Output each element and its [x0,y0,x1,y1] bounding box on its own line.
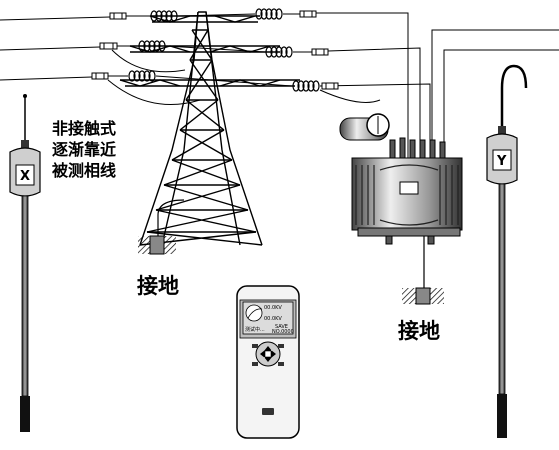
meter-key[interactable] [252,344,258,348]
instruction-text: 非接触式 逐渐靠近 被测相线 [52,118,116,181]
handheld-meter: 00.0KV 00.0KV 测试中... SAVE NO.0000 [236,285,300,439]
insulator-string [255,8,283,20]
meter-value-mid: 00.0KV [264,316,282,322]
probe-y [486,64,528,438]
insulator-string [128,70,156,82]
tower-ground-wire [157,199,185,238]
power-lines [0,12,559,160]
meter-status: 测试中... [245,326,265,333]
meter-value-top: 00.0KV [264,305,282,311]
probe-x-letter: X [20,169,30,184]
meter-key[interactable] [252,362,258,366]
transmission-tower [119,11,300,246]
meter-dial [245,304,263,322]
probe-y-hook [500,64,528,132]
probe-y-handle [497,394,507,438]
probe-y-letter: Y [496,154,507,169]
probe-x-handle [20,396,30,432]
probe-x-rod [21,195,29,397]
instruction-line: 非接触式 [52,119,117,138]
tower-ground-pit [138,235,176,255]
probe-y-rod [498,183,506,395]
transformer [339,113,463,245]
line-clamps [91,10,339,90]
probe-x [9,94,41,432]
meter-save: SAVE [275,324,288,330]
instruction-line: 被测相线 [52,161,117,180]
meter-key[interactable] [278,362,284,366]
meter-record-no: NO.0000 [272,329,294,335]
transformer-ground-label: 接地 [398,319,440,343]
instruction-line: 逐渐靠近 [52,140,117,159]
tower-ground-label: 接地 [137,274,179,298]
transformer-ground-pit [402,287,444,305]
meter-power-button[interactable] [262,408,274,415]
insulator-string [292,80,320,92]
meter-key[interactable] [278,344,284,348]
